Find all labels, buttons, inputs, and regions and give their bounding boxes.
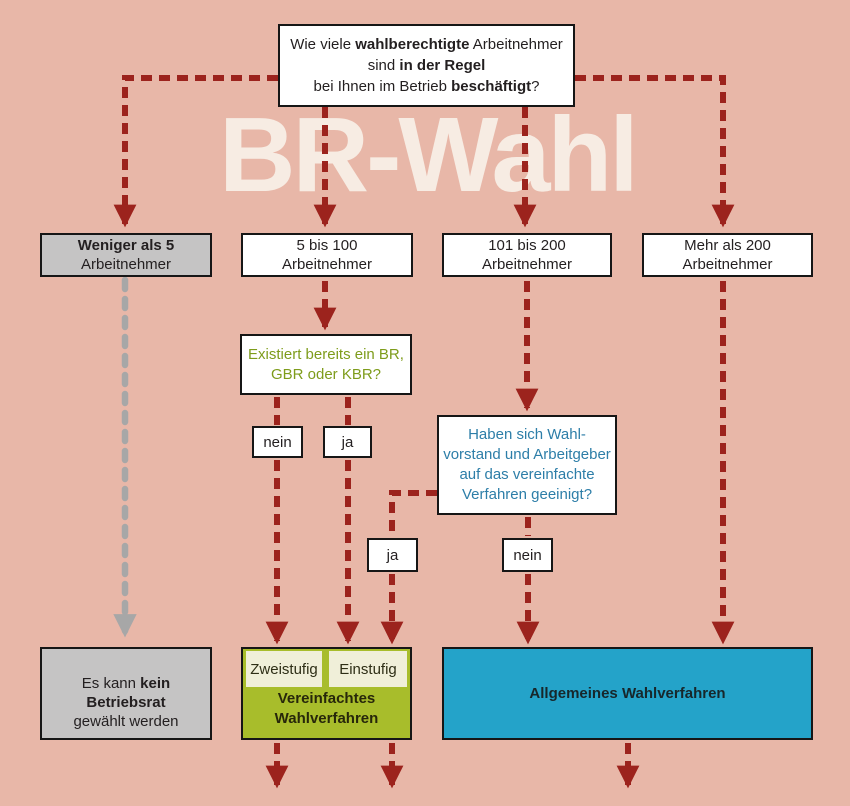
answer-ja-agreement: ja — [367, 538, 418, 572]
connector-main-to-gt200 — [575, 75, 735, 228]
question-existing-br-box: Existiert bereits ein BR,GBR oder KBR? — [240, 334, 412, 395]
watermark-title: BR-Wahl — [219, 96, 639, 214]
answer-nein-agreement: nein — [502, 538, 553, 572]
tab-einstufig: Einstufig — [329, 651, 407, 687]
answer-ja-br: ja — [323, 426, 372, 458]
result-general-box: Allgemeines Wahlverfahren — [442, 647, 813, 740]
connector-main-to-lt5 — [113, 75, 278, 228]
answer-nein-br: nein — [252, 426, 303, 458]
connector-agreement-to-ja — [389, 490, 437, 536]
tab-zweistufig: Zweistufig — [246, 651, 322, 687]
result-general-label: Allgemeines Wahlverfahren — [529, 684, 726, 702]
question-agreement-box: Haben sich Wahl-vorstand und Arbeitgeber… — [437, 415, 617, 515]
